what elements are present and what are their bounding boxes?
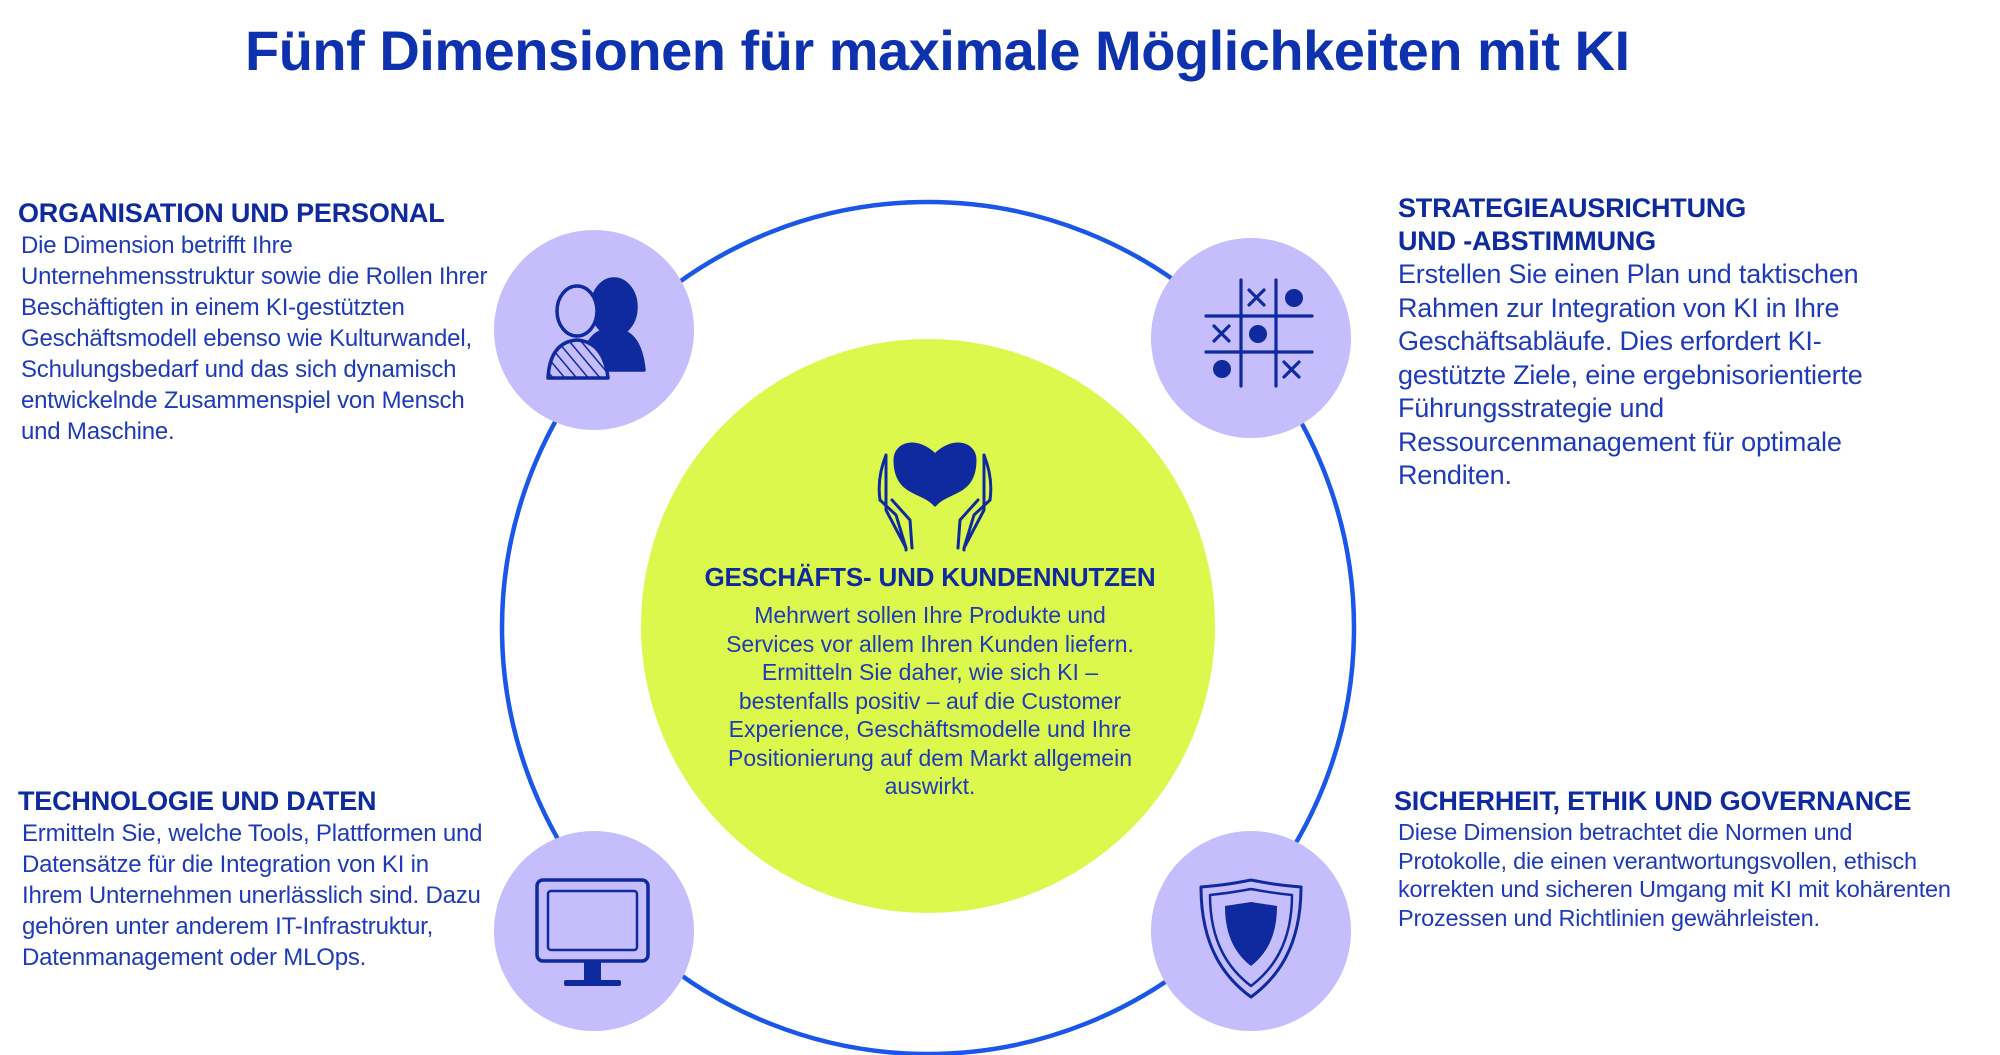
shield-icon: [1199, 878, 1303, 999]
dimension-organisation: ORGANISATION UND PERSONAL Die Dimension …: [18, 197, 488, 447]
heading-technology: TECHNOLOGIE UND DATEN: [18, 786, 377, 816]
heading-strategy-line1: STRATEGIEAUSRICHTUNG: [1398, 193, 1747, 223]
text-security: Diese Dimension betrachtet die Normen un…: [1398, 819, 1951, 931]
dimension-technology: TECHNOLOGIE UND DATEN Ermitteln Sie, wel…: [18, 785, 488, 973]
text-organisation: Die Dimension betrifft Ihre Unternehmens…: [21, 232, 488, 445]
dimension-strategy: STRATEGIEAUSRICHTUNG UND -ABSTIMMUNG Ers…: [1398, 192, 1918, 493]
center-circle: [641, 339, 1215, 913]
text-technology: Ermitteln Sie, welche Tools, Plattformen…: [22, 820, 483, 971]
dimension-value: GESCHÄFTS- UND KUNDENNUTZEN Mehrwert sol…: [690, 562, 1170, 801]
heading-organisation: ORGANISATION UND PERSONAL: [18, 198, 445, 228]
heading-security: SICHERHEIT, ETHIK UND GOVERNANCE: [1394, 786, 1912, 816]
page-title: Fünf Dimensionen für maximale Möglichkei…: [245, 19, 1630, 82]
people-icon: [546, 277, 646, 380]
heading-value: GESCHÄFTS- UND KUNDENNUTZEN: [704, 562, 1156, 592]
tic-tac-toe-icon: [1204, 278, 1314, 388]
satellite-technology: [494, 831, 694, 1031]
satellite-organisation: [494, 230, 694, 430]
hands-heart-icon: [877, 442, 993, 552]
outer-ring: [499, 199, 1357, 1055]
dimension-security: SICHERHEIT, ETHIK UND GOVERNANCE Diese D…: [1394, 785, 1954, 932]
heading-strategy-line2: UND -ABSTIMMUNG: [1398, 226, 1656, 256]
text-strategy: Erstellen Sie einen Plan und taktischen …: [1398, 259, 1863, 490]
monitor-icon: [535, 878, 650, 986]
text-value: Mehrwert sollen Ihre Produkte und Servic…: [726, 602, 1134, 799]
